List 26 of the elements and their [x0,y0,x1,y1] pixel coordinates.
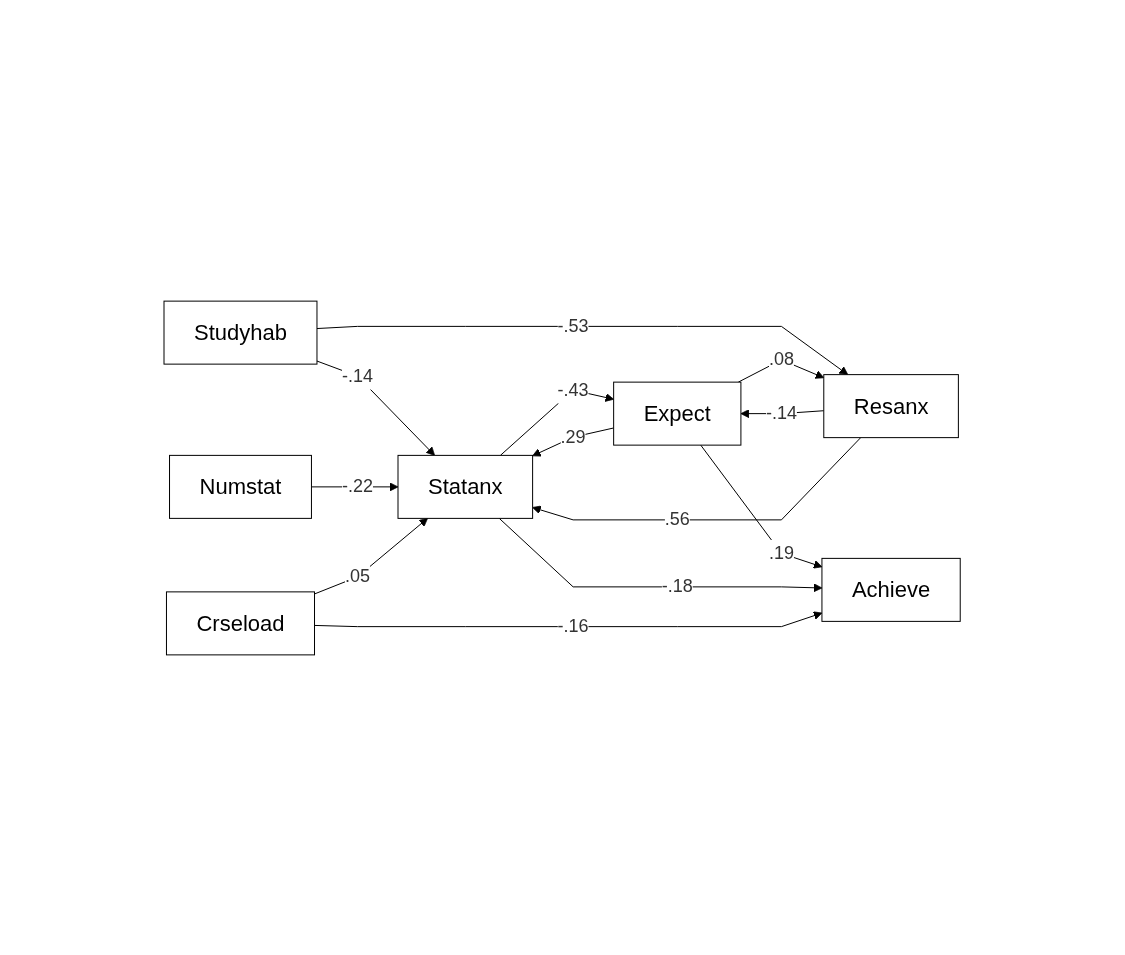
edge-label: -.22 [342,475,374,496]
edge-label: .05 [345,565,371,586]
edge-label: .08 [769,348,795,369]
edge-label: -.53 [558,315,590,336]
edge-label: -.16 [558,615,590,636]
edge-label: .56 [665,508,691,529]
arrow [314,610,823,627]
edge-label: -.18 [662,575,694,596]
node-box: Numstat [169,454,313,519]
arrow [316,360,436,456]
edge-label: -.14 [766,402,798,423]
arrow [314,517,429,594]
edge-label: .29 [561,426,587,447]
arrow [499,517,823,592]
node-box: Statanx [397,454,534,519]
edge-label: -.43 [558,379,590,400]
arrow [316,325,849,375]
node-box: Studyhab [163,300,318,365]
arrow [532,436,862,520]
edge-label: .19 [769,542,795,563]
arrow [700,444,823,569]
node-box: Resanx [823,373,960,438]
edge-label: -.14 [342,365,374,386]
node-box: Crseload [166,590,316,655]
node-box: Expect [613,381,742,446]
node-box: Achieve [821,557,962,622]
